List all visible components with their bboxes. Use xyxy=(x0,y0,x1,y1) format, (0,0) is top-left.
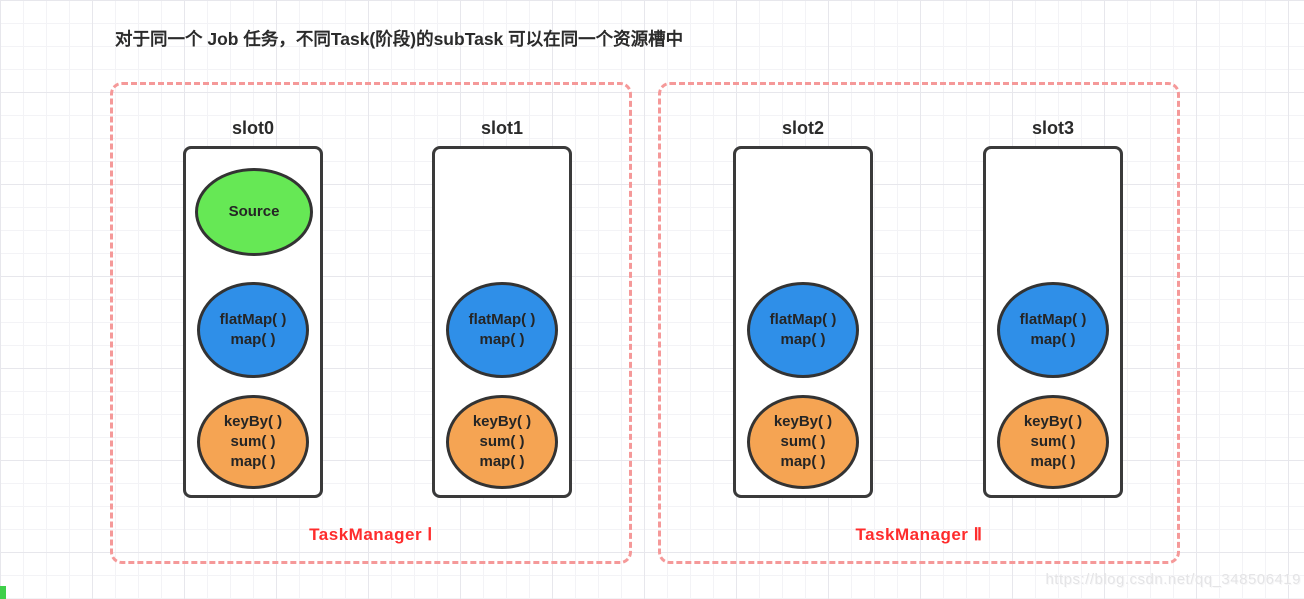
slot3-label: slot3 xyxy=(1031,118,1074,138)
task-label-line: map( ) xyxy=(1030,331,1076,348)
task-label-line: flatMap( ) xyxy=(769,310,837,328)
task-label-line: map( ) xyxy=(780,331,826,348)
task-label-line: map( ) xyxy=(479,453,525,471)
taskmanager-2-label: TaskManager Ⅱ xyxy=(855,525,983,544)
task-label-line: keyBy( ) xyxy=(1023,412,1083,430)
task-label-line: keyBy( ) xyxy=(773,412,833,430)
task-label-line: map( ) xyxy=(1030,453,1076,471)
slot2-label: slot2 xyxy=(781,118,824,138)
keyby-sum-map-task-ellipse: keyBy( ) sum( ) map( ) xyxy=(446,395,558,489)
task-label-line: flatMap( ) xyxy=(1019,310,1087,328)
slot2-box: flatMap( ) map( ) keyBy( ) sum( ) map( ) xyxy=(733,146,873,498)
slot0-group: slot0 Source flatMap( ) map( ) keyBy( ) … xyxy=(183,113,323,498)
source-task-ellipse: Source xyxy=(195,168,313,256)
page-title: 对于同一个 Job 任务，不同Task(阶段)的subTask 可以在同一个资源… xyxy=(115,29,684,49)
slot0-box: Source flatMap( ) map( ) keyBy( ) sum( )… xyxy=(183,146,323,498)
slot1-group: slot1 flatMap( ) map( ) keyBy( ) sum( ) … xyxy=(432,113,572,498)
task-label-line: sum( ) xyxy=(780,432,826,450)
task-label-line: map( ) xyxy=(479,331,525,348)
task-label-line: map( ) xyxy=(780,453,826,471)
slot3-group: slot3 flatMap( ) map( ) keyBy( ) sum( ) … xyxy=(983,113,1123,498)
slot1-label: slot1 xyxy=(480,118,523,138)
task-label-line: flatMap( ) xyxy=(468,310,536,328)
slot2-group: slot2 flatMap( ) map( ) keyBy( ) sum( ) … xyxy=(733,113,873,498)
task-label-line: keyBy( ) xyxy=(472,412,532,430)
task-label-line: map( ) xyxy=(230,453,276,471)
slot1-box: flatMap( ) map( ) keyBy( ) sum( ) map( ) xyxy=(432,146,572,498)
task-label-line: map( ) xyxy=(230,331,276,348)
flatmap-map-task-ellipse: flatMap( ) map( ) xyxy=(747,282,859,378)
keyby-sum-map-task-ellipse: keyBy( ) sum( ) map( ) xyxy=(197,395,309,489)
taskmanager-1-label: TaskManager Ⅰ xyxy=(309,525,433,544)
flatmap-map-task-ellipse: flatMap( ) map( ) xyxy=(197,282,309,378)
flatmap-map-task-ellipse: flatMap( ) map( ) xyxy=(997,282,1109,378)
task-label-line: sum( ) xyxy=(479,432,525,450)
taskmanager-2-box: slot2 flatMap( ) map( ) keyBy( ) sum( ) … xyxy=(658,82,1180,564)
keyby-sum-map-task-ellipse: keyBy( ) sum( ) map( ) xyxy=(997,395,1109,489)
task-label-line: sum( ) xyxy=(230,432,276,450)
task-label-line: flatMap( ) xyxy=(219,310,287,328)
watermark-url: https://blog.csdn.net/qq_348506419 xyxy=(1045,571,1301,588)
flatmap-map-task-ellipse: flatMap( ) map( ) xyxy=(446,282,558,378)
keyby-sum-map-task-ellipse: keyBy( ) sum( ) map( ) xyxy=(747,395,859,489)
corner-artifact xyxy=(0,586,6,599)
task-label-line: sum( ) xyxy=(1030,432,1076,450)
task-label-line: keyBy( ) xyxy=(223,412,283,430)
slot0-label: slot0 xyxy=(231,118,274,138)
task-label-line: Source xyxy=(228,202,280,220)
taskmanager-1-box: slot0 Source flatMap( ) map( ) keyBy( ) … xyxy=(110,82,632,564)
slot3-box: flatMap( ) map( ) keyBy( ) sum( ) map( ) xyxy=(983,146,1123,498)
